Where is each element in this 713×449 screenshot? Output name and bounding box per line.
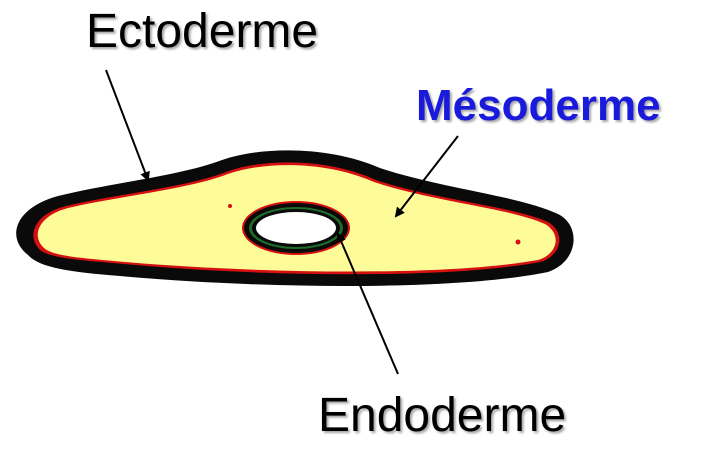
archenteron-lumen	[256, 212, 336, 244]
ectoderm-label: Ectoderme	[86, 8, 318, 56]
mesoderm-dot	[516, 240, 521, 245]
mesoderm-dot	[228, 204, 232, 208]
endoderm-label: Endoderme	[318, 392, 566, 440]
mesoderm-label: Mésoderme	[416, 84, 661, 128]
ectoderm-arrow	[106, 70, 148, 180]
